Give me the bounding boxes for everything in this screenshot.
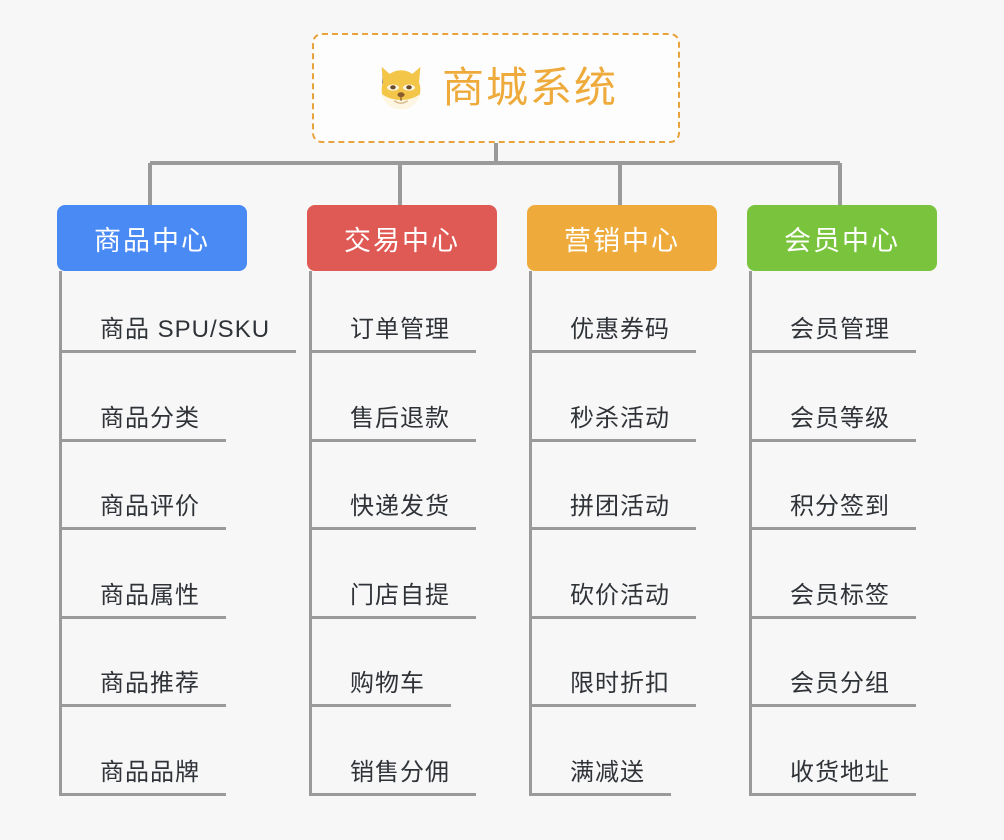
leaf-underline: 拼团活动 [532,486,696,530]
leaf-item[interactable]: 销售分佣 [312,707,497,796]
branch-column-4: 会员中心 会员管理 会员等级 积分签到 会员标签 会员分组 收货地址 [747,205,937,796]
leaf-item[interactable]: 订单管理 [312,271,497,353]
leaf-label: 商品推荐 [100,670,200,697]
branch-header-1[interactable]: 商品中心 [57,205,247,271]
branch-title-2: 交易中心 [344,225,460,256]
leaf-label: 会员标签 [790,581,890,609]
leaf-item[interactable]: 满减送 [532,707,717,796]
leaf-label: 商品 SPU/SKU [100,316,271,343]
leaf-item[interactable]: 砍价活动 [532,530,717,619]
leaf-underline: 收货地址 [752,752,916,796]
leaf-label: 快递发货 [350,493,450,520]
leaf-underline: 限时折扣 [532,663,696,707]
leaf-label: 砍价活动 [570,581,670,609]
leaf-underline: 商品品牌 [62,752,226,796]
leaf-label: 购物车 [350,670,425,697]
leaf-item[interactable]: 会员管理 [752,271,937,353]
leaf-underline: 订单管理 [312,309,476,353]
leaf-label: 门店自提 [350,581,450,609]
leaf-underline: 销售分佣 [312,752,476,796]
leaf-label: 商品品牌 [100,758,200,786]
leaf-underline: 优惠券码 [532,309,696,353]
leaf-item[interactable]: 优惠券码 [532,271,717,353]
leaf-item[interactable]: 秒杀活动 [532,353,717,442]
leaf-underline: 砍价活动 [532,575,696,619]
leaf-item[interactable]: 商品属性 [62,530,296,619]
leaf-label: 拼团活动 [570,493,670,520]
leaf-item[interactable]: 限时折扣 [532,619,717,707]
leaf-underline: 购物车 [312,663,451,707]
branch-header-4[interactable]: 会员中心 [747,205,937,271]
branch-title-3: 营销中心 [564,225,680,256]
leaf-label: 收货地址 [790,758,890,786]
leaf-item[interactable]: 商品推荐 [62,619,296,707]
leaf-label: 销售分佣 [350,758,450,786]
branch-header-3[interactable]: 营销中心 [527,205,717,271]
leaf-item[interactable]: 快递发货 [312,442,497,530]
leaf-item[interactable]: 拼团活动 [532,442,717,530]
leaf-label: 优惠券码 [570,316,670,343]
leaf-list-1: 商品 SPU/SKU 商品分类 商品评价 商品属性 商品推荐 商品品牌 [59,271,297,796]
leaf-list-2: 订单管理 售后退款 快递发货 门店自提 购物车 销售分佣 [309,271,497,796]
leaf-underline: 满减送 [532,752,671,796]
leaf-item[interactable]: 会员分组 [752,619,937,707]
leaf-underline: 商品推荐 [62,663,226,707]
leaf-label: 积分签到 [790,493,890,520]
leaf-label: 售后退款 [350,404,450,432]
branch-column-2: 交易中心 订单管理 售后退款 快递发货 门店自提 购物车 销售分佣 [307,205,497,796]
leaf-list-4: 会员管理 会员等级 积分签到 会员标签 会员分组 收货地址 [749,271,937,796]
leaf-label: 会员等级 [790,404,890,432]
leaf-underline: 商品属性 [62,575,226,619]
leaf-item[interactable]: 门店自提 [312,530,497,619]
leaf-item[interactable]: 购物车 [312,619,497,707]
leaf-underline: 商品分类 [62,398,226,442]
leaf-item[interactable]: 积分签到 [752,442,937,530]
leaf-underline: 门店自提 [312,575,476,619]
branch-header-2[interactable]: 交易中心 [307,205,497,271]
leaf-label: 商品属性 [100,581,200,609]
leaf-underline: 商品 SPU/SKU [62,309,297,353]
shiba-inu-dog-face-icon [381,66,421,111]
leaf-underline: 会员分组 [752,663,916,707]
leaf-item[interactable]: 商品评价 [62,442,296,530]
branch-title-1: 商品中心 [94,225,210,256]
leaf-underline: 积分签到 [752,486,916,530]
leaf-underline: 秒杀活动 [532,398,696,442]
leaf-underline: 售后退款 [312,398,476,442]
branch-column-3: 营销中心 优惠券码 秒杀活动 拼团活动 砍价活动 限时折扣 满减送 [527,205,717,796]
leaf-underline: 会员标签 [752,575,916,619]
leaf-item[interactable]: 收货地址 [752,707,937,796]
root-title: 商城系统 [441,64,618,111]
leaf-label: 订单管理 [350,316,450,343]
leaf-item[interactable]: 商品品牌 [62,707,296,796]
leaf-underline: 会员管理 [752,309,916,353]
leaf-underline: 会员等级 [752,398,916,442]
leaf-label: 商品评价 [100,493,200,520]
leaf-underline: 商品评价 [62,486,226,530]
leaf-underline: 快递发货 [312,486,476,530]
leaf-label: 秒杀活动 [570,404,670,432]
branch-title-4: 会员中心 [784,225,900,256]
leaf-item[interactable]: 商品分类 [62,353,296,442]
leaf-item[interactable]: 商品 SPU/SKU [62,271,297,353]
leaf-item[interactable]: 会员等级 [752,353,937,442]
root-node[interactable]: 商城系统 [312,33,680,143]
leaf-item[interactable]: 会员标签 [752,530,937,619]
leaf-list-3: 优惠券码 秒杀活动 拼团活动 砍价活动 限时折扣 满减送 [529,271,717,796]
leaf-label: 限时折扣 [570,670,670,697]
leaf-label: 满减送 [570,758,645,786]
leaf-item[interactable]: 售后退款 [312,353,497,442]
leaf-label: 会员管理 [790,316,890,343]
leaf-label: 商品分类 [100,404,200,432]
branch-column-1: 商品中心 商品 SPU/SKU 商品分类 商品评价 商品属性 商品推荐 商品品牌 [57,205,297,796]
leaf-label: 会员分组 [790,670,890,697]
